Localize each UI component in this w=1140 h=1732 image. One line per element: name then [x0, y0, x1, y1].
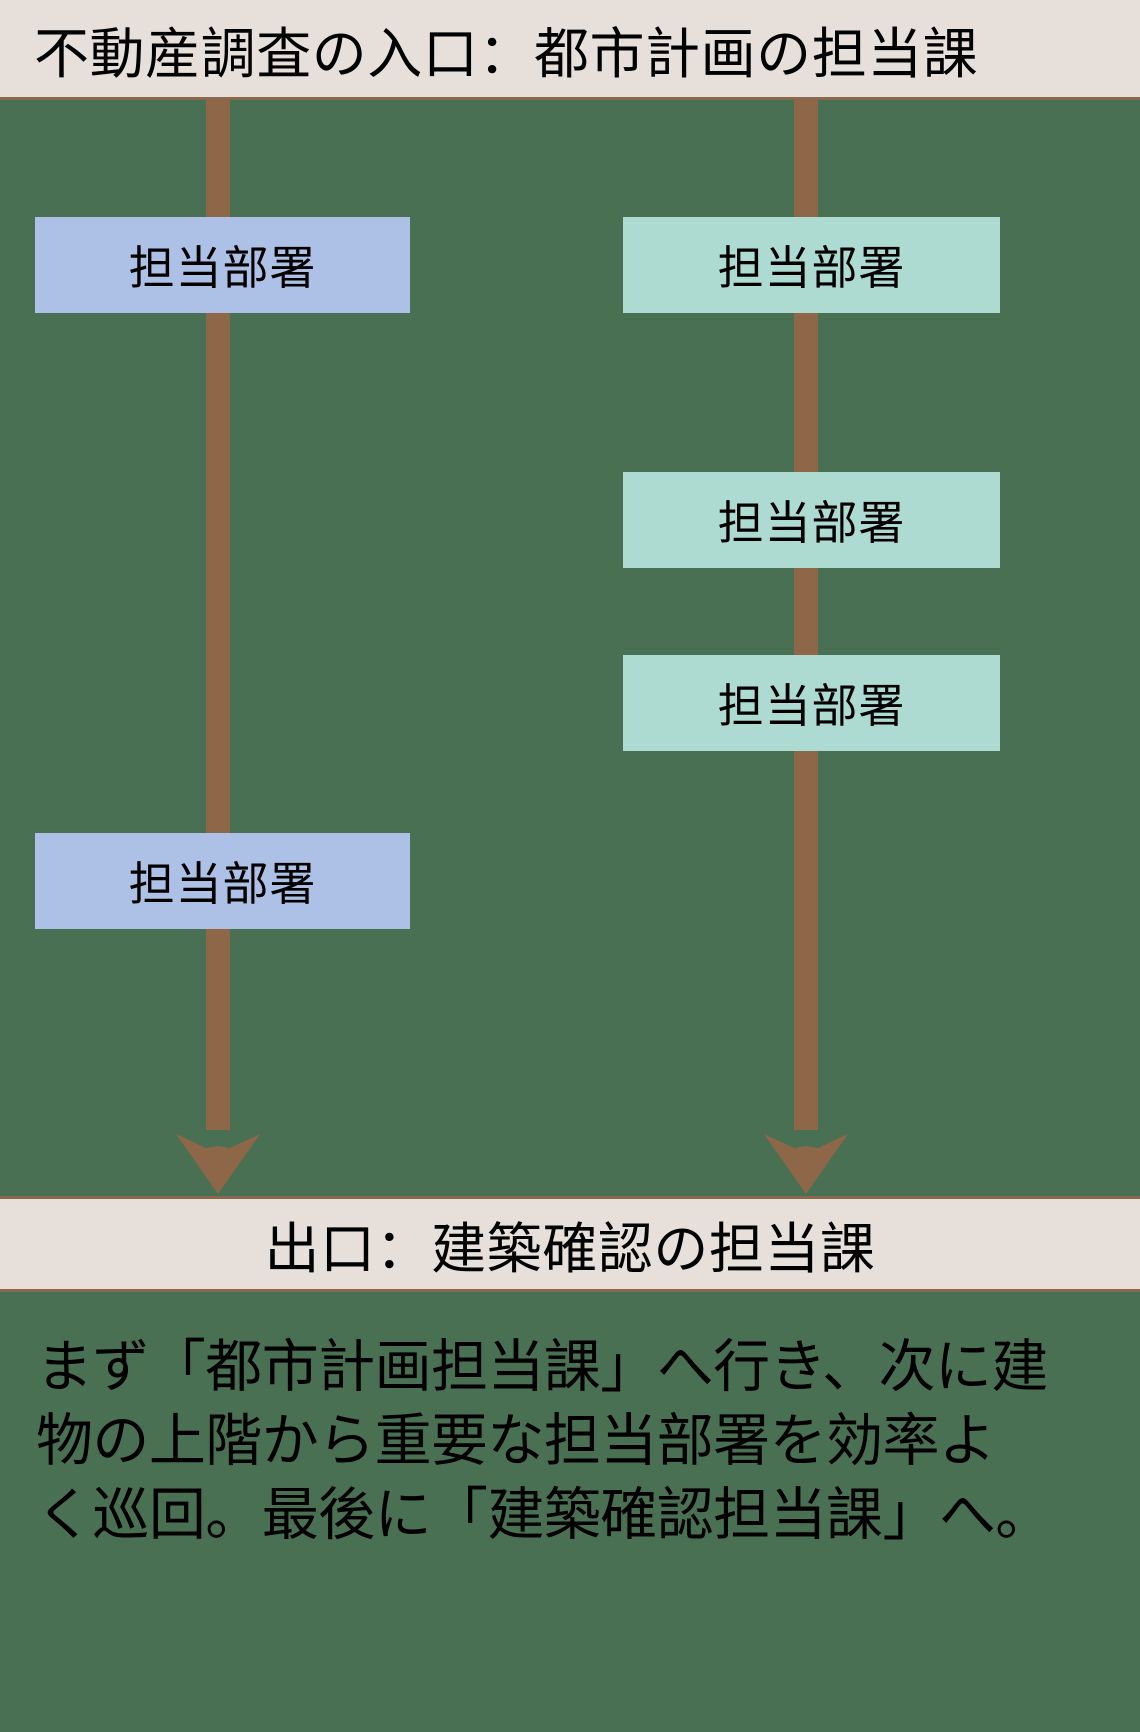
department-box-right-2: 担当部署: [623, 472, 1000, 568]
arrow-head-down-icon-left: [176, 1126, 260, 1194]
exit-label: 出口：建築確認の担当課: [264, 1218, 876, 1280]
caption-line-3: く巡回。最後に「建築確認担当課」へ。: [36, 1483, 1052, 1548]
department-box-label: 担当部署: [128, 242, 317, 294]
caption-line-2: 物の上階から重要な担当部署を効率よ: [36, 1409, 996, 1474]
arrow-head-down-icon-right: [764, 1126, 848, 1194]
department-box-label: 担当部署: [128, 858, 317, 910]
department-box-left-1: 担当部署: [35, 217, 410, 313]
entry-banner: 不動産調査の入口：都市計画の担当課: [0, 0, 1140, 100]
entry-label: 不動産調査の入口：都市計画の担当課: [34, 22, 979, 85]
department-box-label: 担当部署: [717, 242, 906, 294]
department-box-left-2: 担当部署: [35, 833, 410, 929]
department-box-label: 担当部署: [717, 497, 906, 549]
caption-line-1: まず「都市計画担当課」へ行き、次に建: [36, 1335, 1048, 1399]
department-box-label: 担当部署: [717, 680, 906, 732]
department-box-right-1: 担当部署: [623, 217, 1000, 313]
caption-block: まず「都市計画担当課」へ行き、次に建 物の上階から重要な担当部署を効率よ く巡回…: [0, 1292, 1140, 1552]
exit-banner: 出口：建築確認の担当課: [0, 1196, 1140, 1292]
department-box-right-3: 担当部署: [623, 655, 1000, 751]
